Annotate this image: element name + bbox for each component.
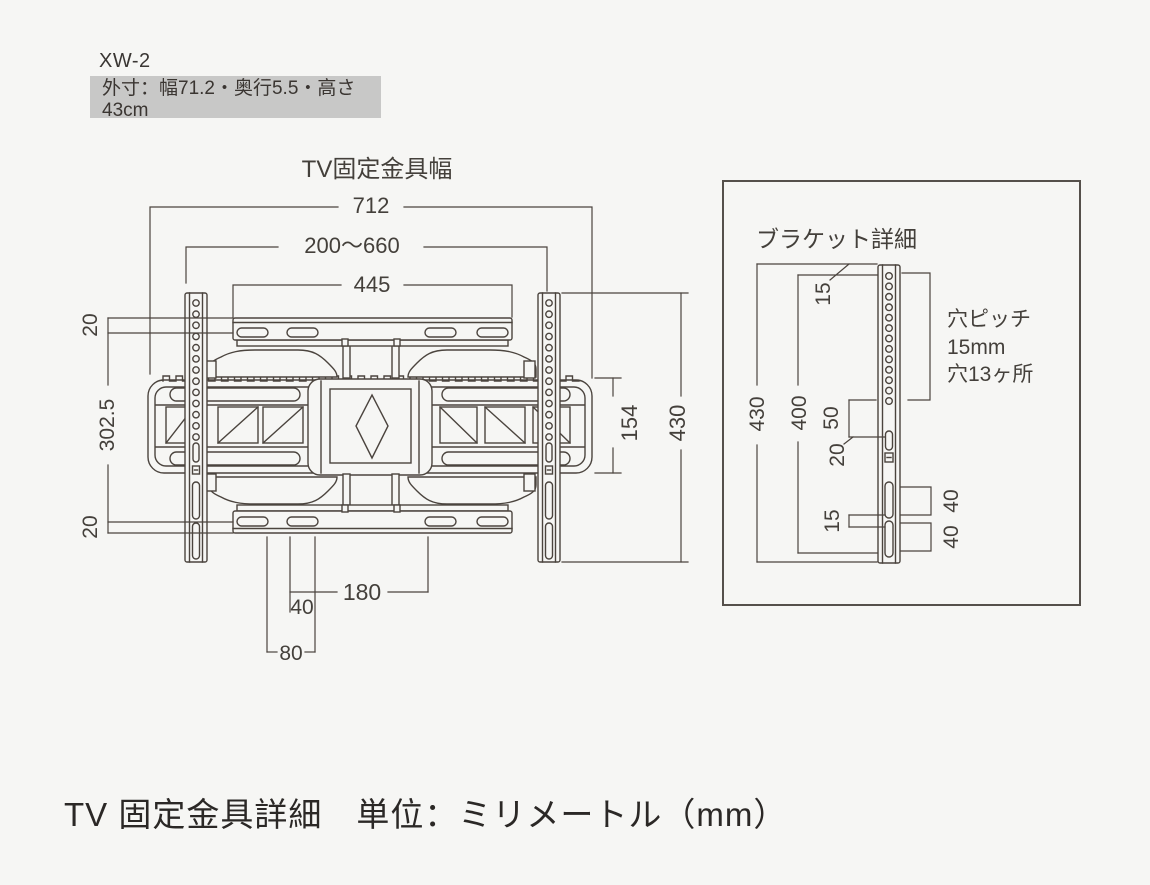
dim-200-660: 200〜660	[304, 233, 399, 258]
dim-80-bottom: 80	[279, 642, 302, 665]
dim-430-detail: 430	[746, 396, 769, 431]
dim-20-detail: 20	[826, 443, 849, 466]
diamond-lock-icon	[355, 393, 389, 460]
dim-712: 712	[353, 193, 390, 218]
dim-20-bottom: 20	[79, 515, 102, 538]
tv-bar-bottom	[232, 504, 513, 534]
hole-note-line3: 穴13ヶ所	[947, 363, 1033, 386]
dim-40-slot2: 40	[940, 525, 963, 548]
lock-tab-icon	[191, 465, 201, 475]
detail-rail	[877, 264, 901, 564]
bracket-detail-panel: ブラケット詳細 15 430 400 50 20 15 40 40 穴ピッチ 1…	[722, 180, 1081, 606]
dim-15-top: 15	[812, 282, 835, 305]
wall-rail-right	[537, 292, 561, 563]
dim-430-main: 430	[665, 405, 690, 442]
dimension-lines-main	[107, 206, 689, 653]
detail-rail-holes	[885, 272, 894, 406]
dim-40-slot1: 40	[940, 489, 963, 512]
dim-15-bottom-detail: 15	[821, 509, 844, 532]
dim-50-detail: 50	[820, 406, 843, 429]
page-caption: TV 固定金具詳細 単位：ミリメートル（mm）	[64, 796, 788, 833]
center-block	[307, 378, 433, 476]
dim-180: 180	[343, 579, 381, 605]
lock-tab-icon	[544, 465, 554, 475]
dim-302-5: 302.5	[96, 399, 119, 452]
dimension-lines-detail	[756, 263, 932, 563]
lock-tab-icon	[884, 452, 894, 463]
detail-title: ブラケット詳細	[756, 226, 917, 252]
dim-40-bottom: 40	[290, 596, 313, 619]
outer-dimensions-text: 外寸：幅71.2・奥行5.5・高さ43cm	[102, 77, 356, 121]
outer-dimensions-box: 外寸：幅71.2・奥行5.5・高さ43cm	[90, 76, 381, 121]
main-diagram-title: TV固定金具幅	[302, 156, 453, 183]
dim-400-detail: 400	[788, 395, 811, 430]
detail-panel-border	[722, 180, 1081, 606]
hole-note-line2: 15mm	[947, 336, 1005, 359]
swing-arms	[204, 344, 537, 509]
wall-plate	[147, 375, 593, 476]
dim-20-top: 20	[79, 313, 102, 336]
tv-bar-top	[232, 317, 513, 347]
dim-445: 445	[354, 272, 391, 297]
rail-holes-right	[545, 299, 553, 441]
dim-154: 154	[617, 405, 642, 442]
hole-note-line1: 穴ピッチ	[947, 308, 1031, 331]
model-number: XW-2	[99, 50, 151, 72]
truss-band	[155, 404, 585, 448]
